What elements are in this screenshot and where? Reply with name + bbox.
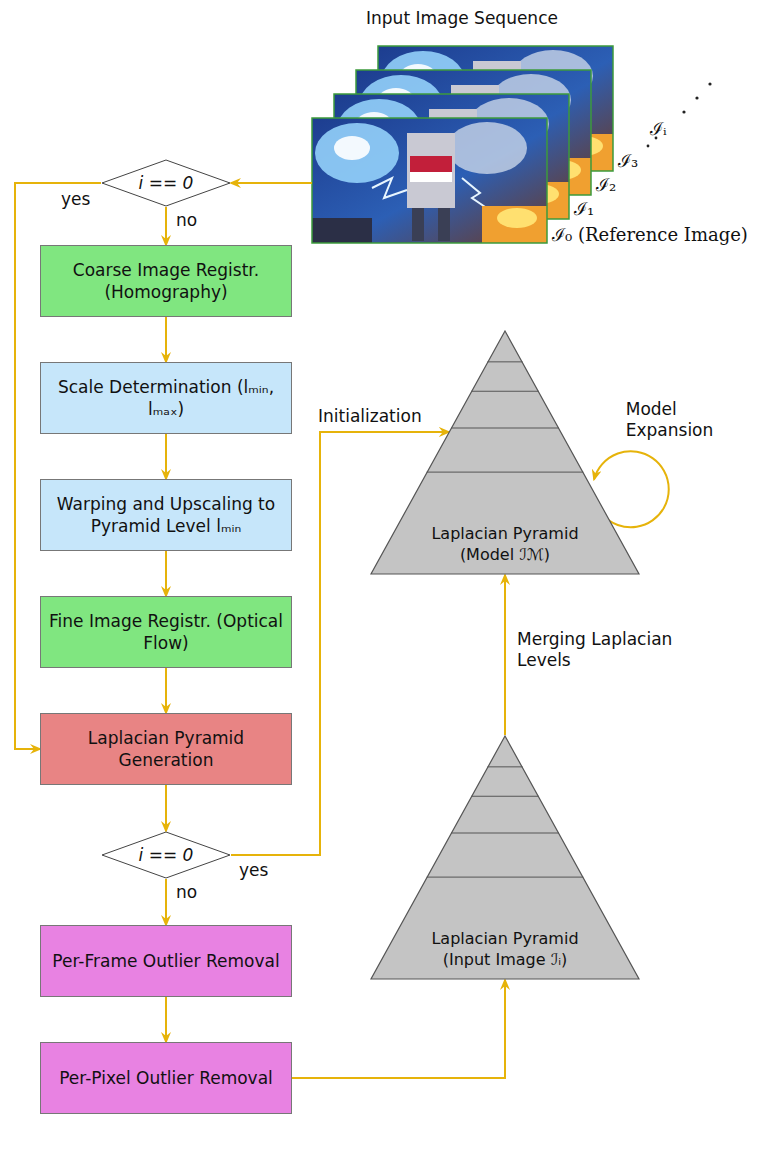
flow-arrow [165, 434, 167, 479]
decision-diamond: i == 0 [101, 159, 231, 207]
box-text: Per-Pixel Outlier Removal [59, 1067, 273, 1089]
pyramid-triangle: Laplacian Pyramid (Model ℐℳ) [370, 330, 640, 575]
edge-label: Merging Laplacian Levels [517, 629, 682, 671]
box-text: Warping and Upscaling to Pyramid Level l… [49, 493, 283, 537]
edge-note: Initialization [318, 406, 422, 427]
edge-label: no [176, 210, 197, 231]
box-text: Laplacian Pyramid Generation [49, 727, 283, 771]
flow-arrow [504, 575, 506, 735]
frame-label: ℐ₀ (Reference Image) [552, 224, 748, 245]
box-text: Scale Determination (lₘᵢₙ, lₘₐₓ) [49, 376, 283, 420]
process-box: Fine Image Registr. (Optical Flow) [40, 596, 292, 668]
process-box: Scale Determination (lₘᵢₙ, lₘₐₓ) [40, 362, 292, 434]
frame-label: ℐ₃ [618, 150, 638, 171]
flow-arrow [165, 317, 167, 362]
sequence-title: Input Image Sequence [312, 8, 612, 28]
flow-arrow [165, 207, 167, 245]
flow-arrow [292, 980, 505, 1078]
frame-label: ℐ₁ [574, 198, 594, 219]
flow-arrow [165, 551, 167, 596]
frame-label: ℐ₂ [596, 174, 616, 195]
flow-arrow [165, 879, 167, 925]
process-box: Per-Frame Outlier Removal [40, 925, 292, 997]
flow-arrow [165, 785, 167, 831]
pyramid-label: Laplacian Pyramid (Model ℐℳ) [421, 523, 589, 565]
pyramid-text: Laplacian Pyramid (Model ℐℳ) [421, 523, 589, 565]
pyramid-text: Laplacian Pyramid (Input Image ℐᵢ) [421, 928, 589, 970]
process-box: Warping and Upscaling to Pyramid Level l… [40, 479, 292, 551]
decision-diamond: i == 0 [101, 831, 231, 879]
pyramid-triangle: Laplacian Pyramid (Input Image ℐᵢ) [370, 735, 640, 980]
edge-label: yes [61, 189, 90, 210]
box-text: Coarse Image Registr. (Homography) [49, 259, 283, 303]
decision-text: i == 0 [139, 173, 194, 193]
flow-arrow [165, 668, 167, 713]
decision-text: i == 0 [139, 845, 194, 865]
process-box: Laplacian Pyramid Generation [40, 713, 292, 785]
frame-label: ℐᵢ [650, 118, 667, 139]
flow-arrow [165, 997, 167, 1042]
flow-arrow [231, 182, 312, 184]
image-sequence: Input Image Sequence [312, 0, 612, 250]
edge-label: Model Expansion [626, 399, 736, 441]
box-text: Fine Image Registr. (Optical Flow) [49, 610, 283, 654]
process-box: Coarse Image Registr. (Homography) [40, 245, 292, 317]
edge-label: yes [239, 860, 268, 881]
process-box: Per-Pixel Outlier Removal [40, 1042, 292, 1114]
edge-label: no [176, 882, 197, 903]
box-text: Per-Frame Outlier Removal [52, 950, 279, 972]
pyramid-label: Laplacian Pyramid (Input Image ℐᵢ) [421, 928, 589, 970]
